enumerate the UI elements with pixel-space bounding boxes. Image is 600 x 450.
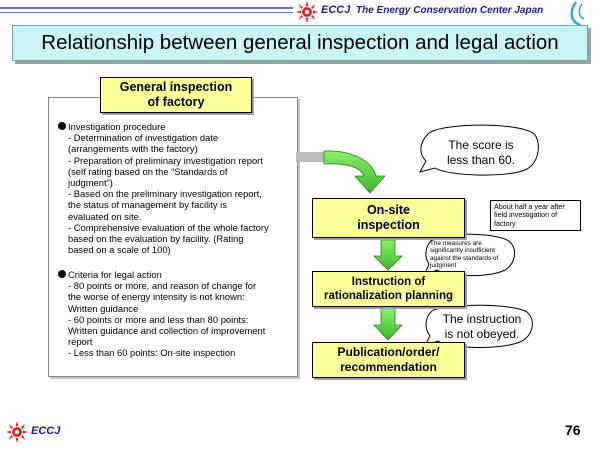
timing-note: About half a year after field investigat…: [490, 200, 581, 232]
measures-line: significantly insufficient: [430, 247, 495, 255]
score-bubble-shape: [419, 124, 539, 176]
instruction-bubble: The instruction is not obeyed.: [430, 312, 534, 342]
instruction-box: Instruction of rationalization planning: [312, 271, 465, 307]
note-line: About half a year after: [494, 202, 565, 211]
header-brand: ECCJ: [321, 4, 351, 16]
criteria-line: - 60 points or more and less than 80 poi…: [68, 313, 249, 325]
procedure-line: based on the evaluation by facility. (Ra…: [68, 233, 244, 245]
publication-line1: Publication/order/: [337, 345, 440, 359]
onsite-inspection-box: On-site inspection: [312, 198, 465, 238]
instruction-bubble-line1: The instruction: [442, 312, 522, 326]
instruction-line1: Instruction of: [351, 276, 426, 288]
criteria-line: - Less than 60 points: On-site inspectio…: [68, 347, 236, 359]
measures-line: judgment: [430, 262, 457, 270]
title-banner: Relationship between general inspection …: [12, 25, 588, 61]
criteria-bullet-icon: [58, 270, 66, 278]
criteria-line: report: [68, 336, 93, 348]
measures-line: against the standards of: [430, 254, 499, 262]
criteria-line: Written guidance and collection of impro…: [68, 325, 266, 337]
procedure-line: (self rating based on the “Standards of: [68, 165, 228, 177]
measures-bubble: The measures are significantly insuffici…: [430, 240, 514, 270]
general-inspection-line2: of factory: [147, 95, 205, 109]
measures-line: The measures are: [430, 240, 482, 247]
measures-bubble-shape: [423, 233, 516, 277]
criteria-line: - 80 points or more, and reason of chang…: [68, 280, 257, 292]
procedure-section: Investigation procedure - Determination …: [58, 121, 269, 255]
page-number: 76: [565, 422, 581, 438]
publication-line2: recommendation: [340, 360, 437, 374]
curved-arrow-icon: [323, 150, 386, 194]
footer-brand: ECCJ: [31, 425, 61, 437]
instruction-line2: rationalization planning: [323, 290, 454, 302]
onsite-line1: On-site: [366, 203, 411, 217]
general-inspection-box: General inspection of factory: [100, 77, 252, 113]
instruction-bubble-shape: [422, 304, 533, 349]
criteria-section: Criteria for legal action - 80 points or…: [58, 269, 265, 359]
eccj-logo-icon: [6, 421, 28, 443]
note-line: factory: [494, 218, 516, 228]
score-line1: The score is: [448, 138, 514, 152]
publication-box: Publication/order/ recommendation: [312, 342, 465, 378]
procedure-line: - Preparation of preliminary investigati…: [68, 154, 263, 166]
criteria-line: Written guidance: [68, 302, 139, 314]
procedure-line: evaluated on site.: [68, 210, 142, 222]
header-organization: The Energy Conservation Center Japan: [356, 5, 544, 16]
general-inspection-line1: General inspection: [119, 80, 233, 94]
score-line2: less than 60.: [446, 153, 516, 167]
procedure-line: judgment”): [68, 177, 113, 189]
procedure-bullet-icon: [58, 122, 66, 130]
page-title: Relationship between general inspection …: [41, 31, 559, 54]
criteria-line: the worse of energy intensity is not kno…: [68, 291, 245, 303]
criteria-heading: Criteria for legal action: [68, 269, 162, 280]
header-rule-bottom: [0, 12, 293, 13]
inspection-details-panel: [48, 97, 298, 377]
procedure-line: (arrangements with the factory): [68, 143, 198, 155]
onsite-line2: inspection: [357, 218, 420, 232]
procedure-heading: Investigation procedure: [68, 121, 166, 132]
header-rule-top: [0, 7, 293, 9]
instruction-bubble-line2: is not obeyed.: [444, 327, 520, 341]
procedure-line: - Based on the preliminary investigation…: [68, 188, 262, 200]
note-line: field investigation of: [494, 210, 558, 220]
eccj-logo-icon: [296, 1, 318, 23]
down-arrow-icon: [373, 307, 403, 341]
score-bubble: The score is less than 60.: [427, 138, 535, 168]
procedure-line: the status of management by facility is: [68, 199, 227, 211]
down-arrow-icon: [373, 239, 403, 271]
procedure-line: based on a scale of 100): [68, 244, 171, 256]
procedure-line: - Comprehensive evaluation of the whole …: [68, 221, 269, 233]
procedure-line: - Determination of investigation date: [68, 132, 219, 144]
